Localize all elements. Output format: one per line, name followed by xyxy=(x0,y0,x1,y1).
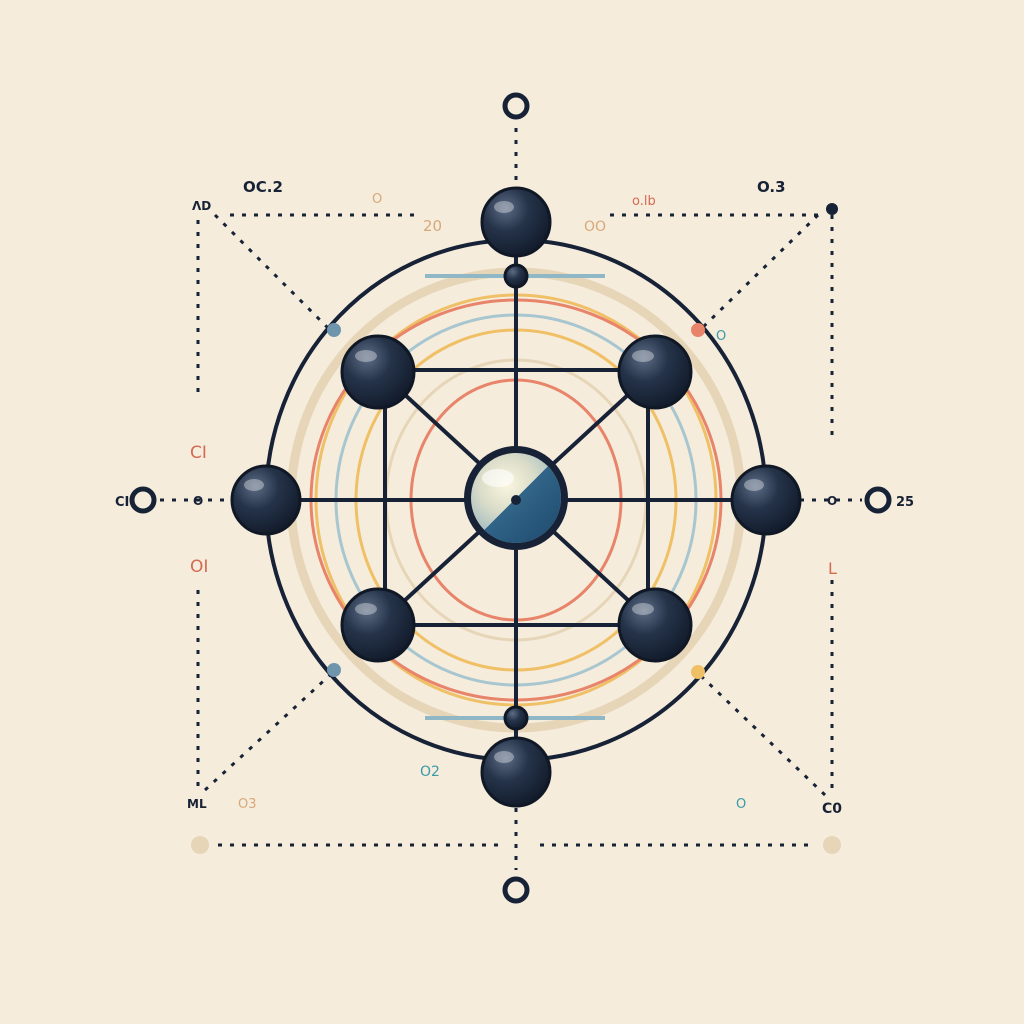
label-bottom-right-co: C0 xyxy=(822,801,842,817)
label-bottom-left-o3: O3 xyxy=(238,797,257,812)
accent-dots xyxy=(191,203,841,854)
label-top-left-o: O xyxy=(372,192,382,207)
dark-sphere-icon xyxy=(340,334,416,410)
open-ring-icon xyxy=(864,486,892,514)
label-top-left-small: ΛD xyxy=(192,199,211,213)
center-sphere-icon xyxy=(464,446,568,550)
labels: ΛD OC.2 O 20 OO o.lb O.3 O CI CI O OI O … xyxy=(115,178,914,817)
label-top-mid-right: OO xyxy=(584,219,606,235)
terminal-rings xyxy=(129,92,892,904)
open-ring-icon xyxy=(502,876,530,904)
dark-sphere-icon xyxy=(480,736,552,808)
label-right-o-small: O xyxy=(827,494,837,508)
label-right-l: L xyxy=(828,559,837,578)
outer-nodes xyxy=(230,186,802,808)
label-top-right: O.3 xyxy=(757,178,786,196)
small-node-bottom xyxy=(503,705,529,731)
label-bottom-02: O2 xyxy=(420,764,440,780)
label-bottom-left-ml: ML xyxy=(187,797,207,811)
label-left-oi: OI xyxy=(190,557,208,577)
label-bottom-right-o: O xyxy=(736,797,746,812)
label-top-mid-left: 20 xyxy=(423,217,442,235)
open-ring-icon xyxy=(502,92,530,120)
dark-sphere-icon xyxy=(617,587,693,663)
dotted-guides xyxy=(160,128,862,870)
open-ring-icon xyxy=(129,486,157,514)
dark-sphere-icon xyxy=(730,464,802,536)
label-right-small-o: O xyxy=(716,329,726,344)
dark-sphere-icon xyxy=(340,587,416,663)
label-top-left: OC.2 xyxy=(243,178,283,196)
label-left-o-small: O xyxy=(193,494,203,508)
small-node-top xyxy=(503,263,529,289)
label-left-ci: CI xyxy=(190,443,207,463)
label-right-25: 25 xyxy=(896,495,914,510)
dark-sphere-icon xyxy=(480,186,552,258)
label-top-right-red: o.lb xyxy=(632,194,656,209)
label-left-o: CI xyxy=(115,495,129,510)
dark-sphere-icon xyxy=(617,334,693,410)
dark-sphere-icon xyxy=(230,464,302,536)
